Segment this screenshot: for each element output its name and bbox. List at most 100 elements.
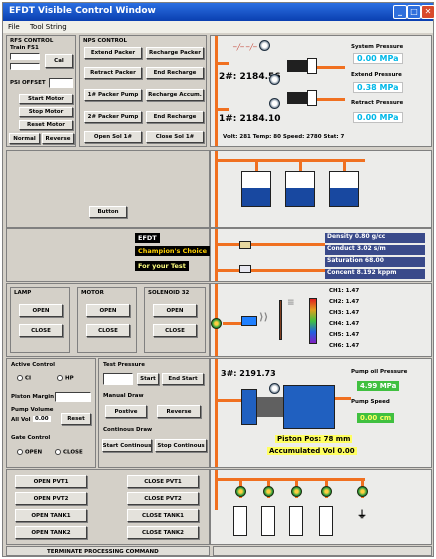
- gate-open-label: OPEN: [25, 449, 43, 456]
- status-bar: TERMINATE PROCESSING COMMAND: [6, 546, 210, 556]
- solenoid-group: SOLENOID 32 OPEN CLOSE: [144, 287, 206, 353]
- pipe-valve-top: [215, 478, 365, 481]
- sensor-1: [239, 241, 251, 249]
- concent-readout: Concent 8.192 kppm: [325, 269, 425, 279]
- piston-margin-input[interactable]: [55, 392, 91, 402]
- reset-volume-button[interactable]: Reset: [61, 413, 91, 425]
- pump-cylinder: [283, 385, 335, 429]
- menu-file[interactable]: File: [8, 23, 20, 31]
- maximize-button[interactable]: □: [407, 5, 421, 19]
- open-tank1-button[interactable]: OPEN TANK1: [15, 509, 87, 522]
- pipe-optical-h: [223, 322, 243, 325]
- close-pvt2-button[interactable]: CLOSE PVT2: [127, 492, 199, 505]
- rfs-control-panel: RFS CONTROL Train FS1 Cal PSI OFFSET Sta…: [6, 35, 76, 147]
- menu-bar: File Tool String: [3, 21, 433, 33]
- menu-tool-string[interactable]: Tool String: [29, 23, 67, 31]
- system-pressure-label: System Pressure: [351, 44, 404, 50]
- solenoid-open-button[interactable]: OPEN: [153, 304, 197, 317]
- valve-gauge-2: [263, 486, 274, 497]
- recharge-packer-button[interactable]: Recharge Packer: [146, 47, 204, 59]
- stop-motor-button[interactable]: Stop Motor: [19, 107, 73, 117]
- piston-rod: [257, 397, 283, 417]
- minimize-button[interactable]: _: [393, 5, 407, 19]
- open-pvt2-button[interactable]: OPEN PVT2: [15, 492, 87, 505]
- reverse-draw-button[interactable]: Reverse: [157, 405, 201, 418]
- accum-vol-readout: Accumulated Vol 0.00: [267, 447, 357, 455]
- pipe-tank-top: [215, 159, 365, 162]
- generic-button[interactable]: Button: [89, 206, 127, 218]
- lamp-open-button[interactable]: OPEN: [19, 304, 63, 317]
- start-motor-button[interactable]: Start Motor: [19, 94, 73, 104]
- lamp-label: LAMP: [14, 290, 32, 296]
- test-pressure-input[interactable]: [103, 373, 133, 385]
- end-start-button[interactable]: End Start: [162, 373, 204, 385]
- ci-radio[interactable]: CI: [17, 375, 31, 382]
- pressure-gauge-3: [269, 98, 280, 109]
- cal-button[interactable]: Cal: [45, 54, 73, 68]
- close-sol-button[interactable]: Close Sol 1#: [146, 131, 204, 143]
- positive-button[interactable]: Postive: [105, 405, 147, 418]
- recharge-accum-button[interactable]: Recharge Accum.: [146, 89, 204, 101]
- end-recharge-button[interactable]: End Recharge: [146, 67, 204, 79]
- pump-speed-value: 0.00 cm: [357, 413, 395, 423]
- pipe-h2: [215, 108, 229, 111]
- lamp-group: LAMP OPEN CLOSE: [10, 287, 70, 353]
- exhaust-icon: ⏚: [357, 510, 367, 521]
- pressure-gauge-2: [269, 74, 280, 85]
- pvt-bottle-2: [261, 506, 275, 536]
- start-continous-button[interactable]: Start Continous: [102, 439, 152, 452]
- close-tank1-button[interactable]: CLOSE TANK1: [127, 509, 199, 522]
- open-sol-button[interactable]: Open Sol 1#: [84, 131, 142, 143]
- valve-gauge-4: [321, 486, 332, 497]
- normal-button[interactable]: Normal: [9, 133, 40, 144]
- psi-offset-input[interactable]: [49, 78, 73, 88]
- ci-label: CI: [25, 375, 32, 382]
- packer-pump-2-button[interactable]: 2# Packer Pump: [84, 111, 142, 123]
- start-test-button[interactable]: Start: [137, 373, 159, 385]
- conduct-readout: Conduct 3.02 s/m: [325, 245, 425, 255]
- packer-pump-1-button[interactable]: 1# Packer Pump: [84, 89, 142, 101]
- pipe-pump-h2: [335, 397, 351, 400]
- pipe-h1: [215, 62, 229, 65]
- retract-pressure-value: 0.00 MPa: [353, 112, 403, 123]
- close-tank2-button[interactable]: CLOSE TANK2: [127, 526, 199, 539]
- end-recharge-2-button[interactable]: End Recharge: [146, 111, 204, 123]
- retract-packer-button[interactable]: Retract Packer: [84, 67, 142, 79]
- gate-open-radio[interactable]: OPEN: [17, 449, 42, 456]
- motor-open-button[interactable]: OPEN: [86, 304, 130, 317]
- light-source: [241, 316, 257, 326]
- close-pvt1-button[interactable]: CLOSE PVT1: [127, 475, 199, 488]
- manual-draw-label: Manual Draw: [103, 393, 144, 399]
- rfs-control-label: RFS CONTROL: [10, 38, 54, 44]
- reverse-button[interactable]: Reverse: [42, 133, 74, 144]
- valve-gauge-5: [357, 486, 368, 497]
- train-field-1[interactable]: [10, 53, 40, 60]
- pipe-main: [215, 36, 218, 146]
- ch4-label: CH4: 1.47: [329, 321, 360, 327]
- motor-label: MOTOR: [81, 290, 104, 296]
- extend-packer-button[interactable]: Extend Packer: [84, 47, 142, 59]
- gate-close-radio[interactable]: CLOSE: [55, 449, 83, 456]
- sample-tank-3: [329, 171, 359, 207]
- valve-panel: OPEN PVT1 CLOSE PVT1 OPEN PVT2 CLOSE PVT…: [6, 469, 210, 545]
- motor-close-button[interactable]: CLOSE: [86, 324, 130, 337]
- motor-group: MOTOR OPEN CLOSE: [77, 287, 137, 353]
- stop-continous-button[interactable]: Stop Continous: [155, 439, 207, 452]
- lamp-close-button[interactable]: CLOSE: [19, 324, 63, 337]
- test-pressure-label: Test Pressure: [103, 362, 145, 368]
- pump-speed-label: Pump Speed: [351, 399, 390, 405]
- valve-diagram: ⏚: [210, 469, 432, 545]
- hp-label: HP: [65, 375, 74, 382]
- train-label: Train FS1: [10, 45, 39, 51]
- open-pvt1-button[interactable]: OPEN PVT1: [15, 475, 87, 488]
- close-button[interactable]: ✕: [421, 5, 435, 19]
- ch2-label: CH2: 1.47: [329, 299, 360, 305]
- packer-cylinder-1: [287, 60, 307, 72]
- reset-motor-button[interactable]: Reset Motor: [19, 120, 73, 130]
- solenoid-close-button[interactable]: CLOSE: [153, 324, 197, 337]
- train-field-2[interactable]: [10, 63, 40, 70]
- open-tank2-button[interactable]: OPEN TANK2: [15, 526, 87, 539]
- hp-radio[interactable]: HP: [57, 375, 74, 382]
- button-panel: Button: [6, 150, 210, 228]
- test-pressure-panel: Test Pressure Start End Start Manual Dra…: [98, 358, 210, 468]
